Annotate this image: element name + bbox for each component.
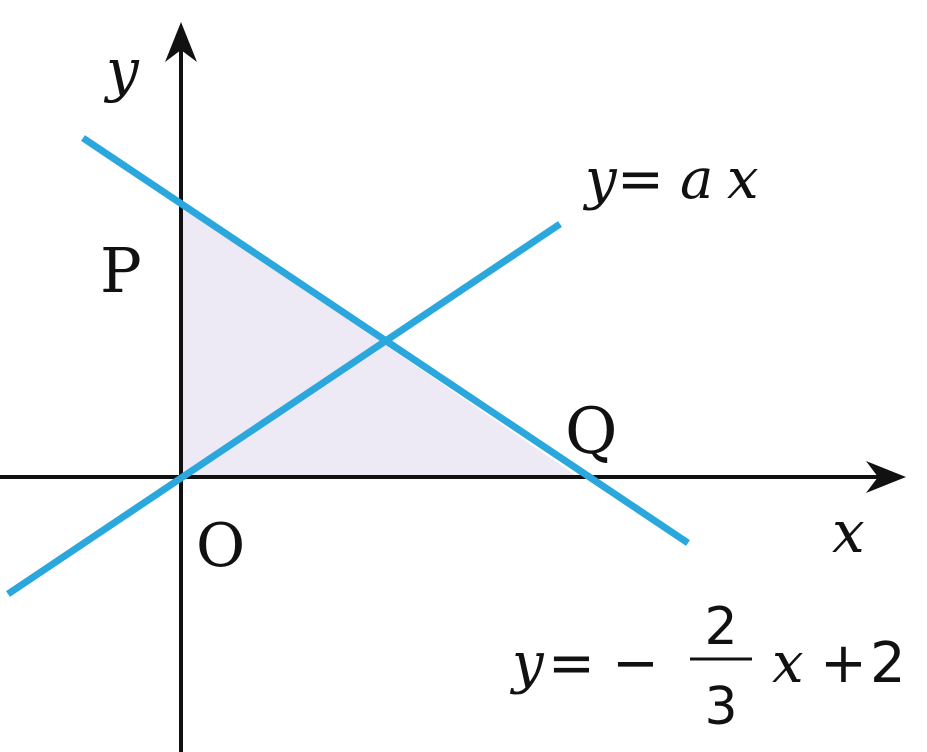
eq1-lhs: y <box>582 147 618 212</box>
eq2-minus: − <box>612 631 659 696</box>
eq1-equals: = <box>617 147 664 212</box>
equation-line1: y = a x <box>582 147 759 212</box>
y-axis-label: y <box>103 36 140 104</box>
point-p-label: P <box>100 234 142 307</box>
eq1-a: a <box>680 147 713 212</box>
eq2-lhs: y <box>509 631 545 696</box>
origin-label: O <box>196 511 245 581</box>
eq2-equals: = <box>548 631 595 696</box>
eq2-fraction-denominator: 3 <box>704 677 737 737</box>
line-y-equals-ax <box>6 221 562 597</box>
eq2-fraction-numerator: 2 <box>704 597 737 657</box>
eq2-constant: 2 <box>870 631 906 696</box>
line-y-equals-minus-two-thirds-x-plus-2 <box>81 135 690 546</box>
eq2-var-x: x <box>772 631 804 696</box>
x-axis-arrow-icon <box>866 461 906 493</box>
y-axis-arrow-icon <box>165 22 197 62</box>
point-q-label: Q <box>565 395 617 469</box>
equation-line2: y = − 2 3 x + 2 <box>509 597 906 737</box>
x-axis-label: x <box>832 498 865 566</box>
eq2-plus: + <box>820 631 867 696</box>
eq1-x: x <box>727 147 759 212</box>
